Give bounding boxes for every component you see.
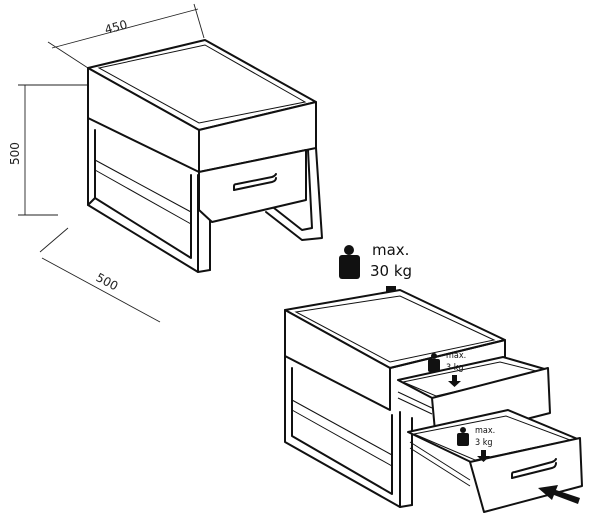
- weight-icon: [339, 245, 360, 279]
- cabinet-body: [284, 289, 506, 508]
- down-arrow-icon: [477, 450, 490, 462]
- top-load-indicator: max. 30 kg: [339, 241, 412, 312]
- upper-drawer-load-value: 3 kg: [446, 363, 464, 373]
- lower-drawer-load-value: 3 kg: [475, 438, 493, 448]
- load-limit-view: max. 30 kg: [284, 241, 583, 513]
- lower-drawer: max. 3 kg: [407, 409, 583, 513]
- nightstand-top-box: [87, 39, 317, 173]
- upper-drawer-max-label: max.: [446, 351, 466, 361]
- lower-drawer-max-label: max.: [475, 426, 495, 436]
- nightstand-frame: [87, 117, 323, 273]
- depth-dimension: 500: [39, 227, 161, 323]
- push-arrow-icon: [538, 485, 580, 504]
- top-load-value: 30 kg: [370, 262, 412, 280]
- width-dimension: 450: [47, 3, 205, 69]
- upper-weight-icon: [428, 353, 440, 372]
- top-max-label: max.: [372, 241, 409, 259]
- lower-weight-icon: [457, 427, 469, 446]
- nightstand-drawer: [198, 149, 307, 223]
- down-arrow-icon: [448, 375, 461, 387]
- height-dimension: 500: [8, 84, 88, 216]
- width-label: 450: [103, 17, 129, 36]
- depth-label: 500: [94, 270, 121, 293]
- nightstand-dimension-view: 450 500 500: [8, 3, 323, 323]
- height-label: 500: [8, 142, 22, 165]
